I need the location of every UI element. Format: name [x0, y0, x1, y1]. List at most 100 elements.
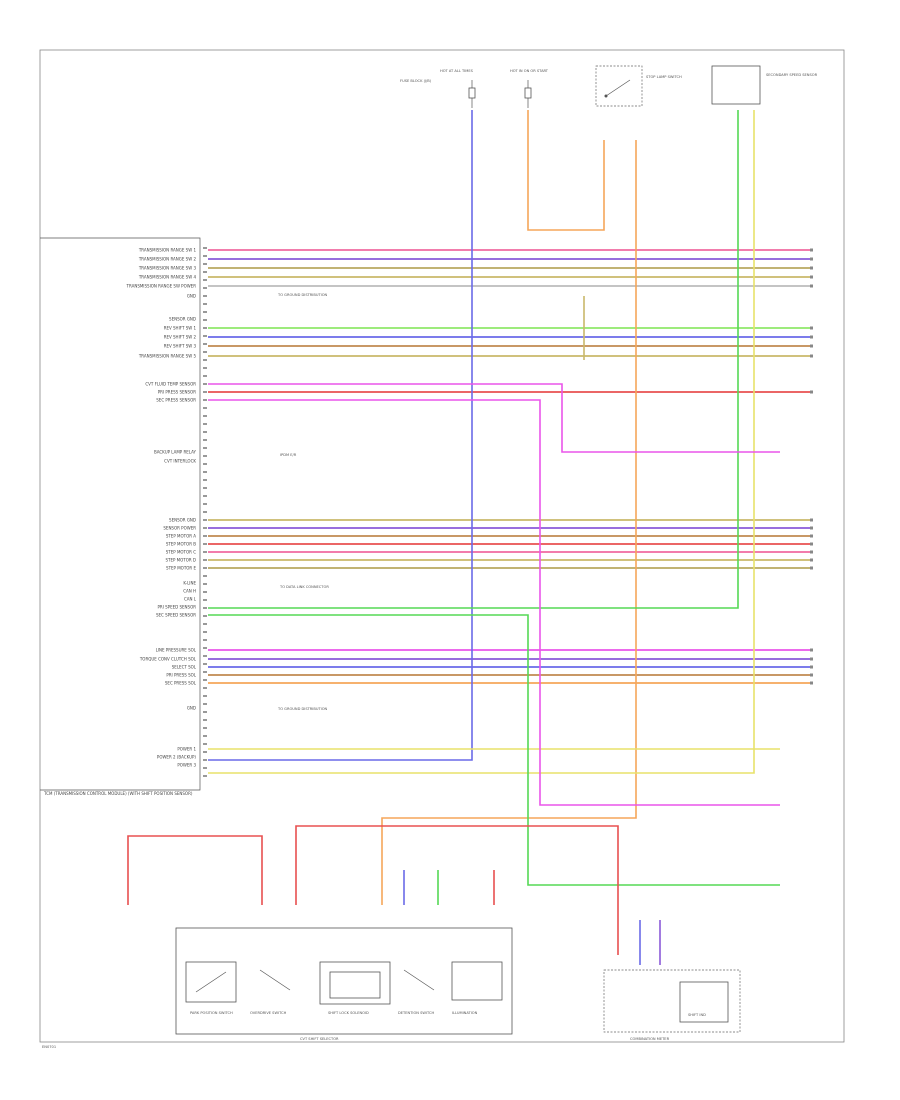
connector-pin [203, 303, 207, 305]
connector-pin [203, 711, 207, 713]
stop-lamp-box [595, 65, 643, 107]
illum-box [451, 961, 503, 1001]
connector-pin [203, 495, 207, 497]
wire-end-marker [810, 344, 813, 348]
wire-pink-long [208, 399, 780, 806]
connector-pin [203, 511, 207, 513]
connector-pin [203, 311, 207, 313]
connector-pin [203, 535, 207, 537]
connector-pin [203, 575, 207, 577]
wire-end-marker [810, 534, 813, 538]
ipdm-note: IPDM E/R [280, 453, 297, 457]
connector-pin [203, 703, 207, 705]
connector-pin [203, 583, 207, 585]
connector-pin [203, 455, 207, 457]
connector-pin [203, 631, 207, 633]
tcm-pin-label: TRANSMISSION RANGE SW 3 [138, 266, 197, 271]
tcm-pin-label: LINE PRESSURE SOL [156, 648, 197, 653]
tcm-pin-label: REV SHIFT SW 2 [164, 335, 197, 340]
fuse2-label: HOT IN ON OR START [510, 69, 549, 73]
connector-pin [203, 335, 207, 337]
connector-pin [203, 607, 207, 609]
wire-end-marker [810, 673, 813, 677]
connector-pin [203, 479, 207, 481]
connector-pin [203, 351, 207, 353]
tcm-pin-label: STEP MOTOR A [166, 534, 196, 539]
shift-selector-label: CVT SHIFT SELECTOR [300, 1037, 339, 1041]
connector-pin [203, 359, 207, 361]
wire-yellow-sensor [208, 110, 755, 774]
tcm-pin-label: SENSOR POWER [163, 526, 196, 531]
tcm-pin-label: POWER 3 [177, 763, 196, 768]
tcm-pin-label: PRI PRESS SOL [166, 673, 196, 678]
tcm-pin-label: REV SHIFT SW 1 [164, 326, 197, 331]
wire-end-marker [810, 275, 813, 279]
ground-note-2: TO GROUND DISTRIBUTION [277, 707, 328, 711]
wire-end-marker [810, 284, 813, 288]
stop-lamp-contact [605, 79, 631, 97]
wire-red-park [127, 835, 263, 905]
fuse-block-note: FUSE BLOCK (J/B) [400, 79, 432, 83]
fuse-ign: HOT IN ON OR START [510, 69, 549, 108]
connector-pin [203, 439, 207, 441]
connector-pin [203, 623, 207, 625]
shift-ind-box [679, 981, 729, 1023]
connector-pin [203, 655, 207, 657]
connector-pin [203, 287, 207, 289]
connector-pin [203, 543, 207, 545]
connector-pin [203, 295, 207, 297]
stop-lamp-switch: STOP LAMP SWITCH [595, 65, 682, 107]
meter-box [603, 969, 741, 1033]
tcm-pin-label: TRANSMISSION RANGE SW 2 [138, 257, 197, 262]
wire-end-marker [810, 648, 813, 652]
connector-pin [203, 599, 207, 601]
tcm-pin-label: PRI SPEED SENSOR [157, 605, 196, 610]
tcm-pin-label: TRANSMISSION RANGE SW 4 [138, 275, 197, 280]
ground-note-1: TO GROUND DISTRIBUTION [277, 293, 328, 297]
wire-end-marker [810, 665, 813, 669]
tcm-pin-label: SEC PRESS SOL [165, 681, 197, 686]
tcm-pin-numbers [203, 247, 207, 777]
detent-switch-contact [403, 969, 435, 991]
connector-pin [203, 759, 207, 761]
speed-sensor-box [711, 65, 761, 105]
routing-wires [127, 110, 780, 965]
connector-pin [203, 527, 207, 529]
connector-pin [203, 271, 207, 273]
tcm-pin-label: CVT INTERLOCK [164, 459, 196, 464]
connector-pin [203, 567, 207, 569]
shift-lock-label: SHIFT LOCK SOLENOID [328, 1011, 369, 1015]
od-switch-contact [259, 969, 291, 991]
connector-pin [203, 767, 207, 769]
connector-pin [203, 367, 207, 369]
wire-end-marker [810, 390, 813, 394]
connector-pin [203, 263, 207, 265]
wire-orange-ign [527, 110, 605, 231]
connector-pin [203, 695, 207, 697]
connector-pin [203, 727, 207, 729]
connector-pin [203, 463, 207, 465]
tcm-pin-label: POWER 2 (BACKUP) [157, 755, 197, 760]
park-switch-contact [195, 971, 227, 993]
tcm-pin-label: GND [187, 706, 196, 711]
connector-pin [203, 719, 207, 721]
tcm-pin-label: TRANSMISSION RANGE SW 5 [138, 354, 197, 359]
wire-orange-stop [381, 140, 637, 905]
fuse1-label: HOT AT ALL TIMES [440, 69, 474, 73]
tcm-pin-label: REV SHIFT SW 3 [164, 344, 197, 349]
cvt-shift-selector: CVT SHIFT SELECTOR PARK POSITION SWITCH … [175, 927, 513, 1041]
connector-pin [203, 471, 207, 473]
connector-pin [203, 383, 207, 385]
connector-pin [203, 503, 207, 505]
wire-end-marker [810, 657, 813, 661]
tcm-pin-label: STEP MOTOR C [166, 550, 196, 555]
od-switch-label: OVERDRIVE SWITCH [250, 1011, 287, 1015]
tcm-pin-label: TORQUE CONV CLUTCH SOL [139, 657, 197, 662]
connector-pin [203, 743, 207, 745]
wire-end-marker [810, 550, 813, 554]
wire-blue-fuse [208, 110, 473, 761]
connector-pin [203, 639, 207, 641]
detent-switch-label: DETENTION SWITCH [398, 1011, 434, 1015]
tcm-pin-label: BACKUP LAMP RELAY [154, 450, 197, 455]
wire-green-sensor [208, 110, 739, 609]
